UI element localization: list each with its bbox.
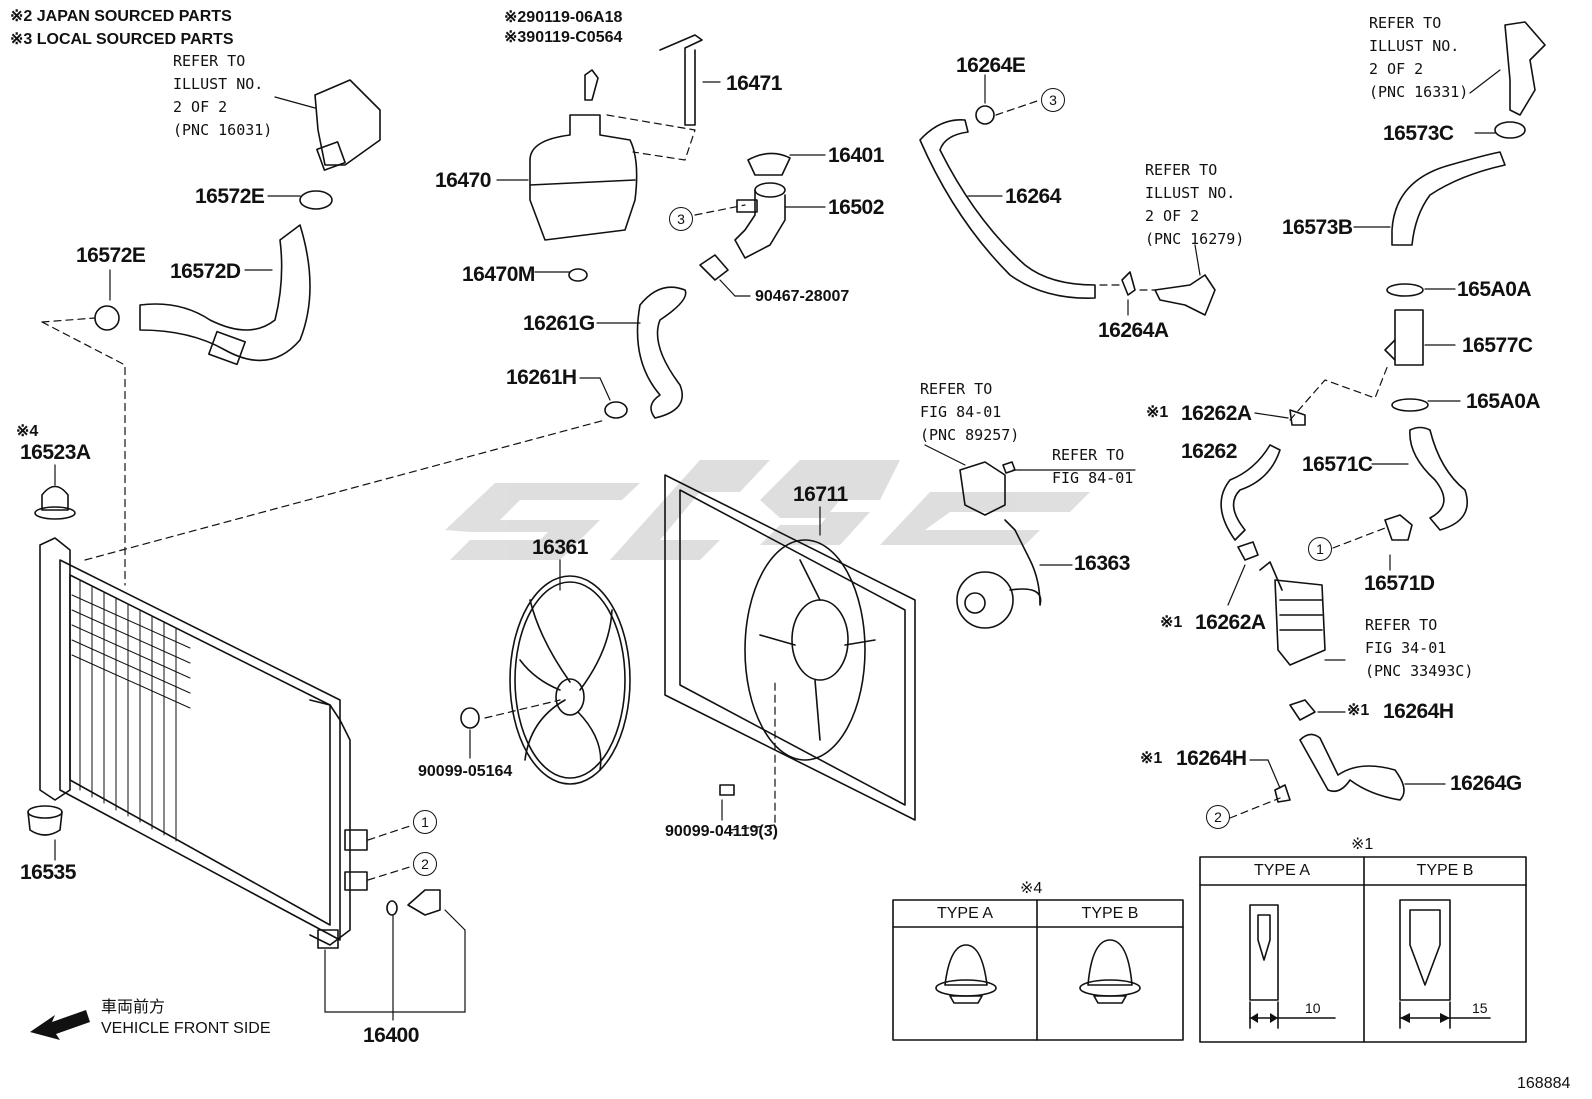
label-16400: 16400 [363, 1024, 419, 1047]
label-16471: 16471 [726, 72, 782, 95]
label-16264h-lower: 16264H [1176, 747, 1247, 770]
label-90099-04119: 90099-04119(3) [665, 823, 778, 840]
outlet-16031-drawing [314, 79, 381, 171]
table-4-drawing [892, 899, 1184, 1041]
cap-16523a-drawing [34, 485, 76, 520]
table-4-mark: ※4 [1020, 880, 1043, 897]
dashed-lines [41, 99, 1389, 881]
label-165a0a-upper: 165A0A [1457, 278, 1532, 301]
ref-8401: REFER TO FIG 84-01 [1052, 446, 1134, 487]
table-1-dim-b: 15 [1472, 1000, 1488, 1016]
reservoir-16470-drawing [529, 69, 638, 282]
table-1-type-b: TYPE B [1416, 862, 1474, 879]
fitting-16502-drawing [699, 182, 786, 281]
label-16264a: 16264A [1098, 319, 1169, 342]
hose-16572d-drawing [139, 224, 311, 366]
ref-16031: REFER TO ILLUST NO. 2 OF 2 (PNC 16031) [173, 52, 273, 139]
circle-ref-1-left: 1 [413, 810, 437, 834]
label-165a0a-lower: 165A0A [1466, 390, 1541, 413]
label-90099-05164: 90099-05164 [418, 763, 513, 780]
label-16571c: 16571C [1302, 453, 1373, 476]
dim-arrows [1250, 1013, 1450, 1023]
mark-16264h-upper: ※1 [1347, 702, 1370, 719]
circle-ref-2-left: 2 [413, 852, 437, 876]
table-1-dim-a: 10 [1305, 1000, 1321, 1016]
leader-lines [54, 69, 1501, 1021]
ref-89257: REFER TO FIG 84-01 (PNC 89257) [920, 380, 1020, 444]
front-label-jp: 車両前方 [101, 999, 166, 1016]
note-japan-parts: ※2 JAPAN SOURCED PARTS [10, 8, 232, 25]
label-16264: 16264 [1005, 185, 1061, 208]
circle-ref-3-lower: 3 [669, 207, 693, 231]
table-4-type-a: TYPE A [936, 905, 994, 922]
label-16573c: 16573C [1383, 122, 1454, 145]
tube-16471-drawing [659, 34, 703, 126]
diagram-id: 168884 [1517, 1075, 1571, 1092]
note-local-parts: ※3 LOCAL SOURCED PARTS [10, 31, 234, 48]
radiator-drawing [39, 537, 368, 949]
table-4-type-b: TYPE B [1081, 905, 1139, 922]
fan-16361-drawing [460, 575, 631, 785]
mark-16262a-lower: ※1 [1160, 614, 1183, 631]
front-label-en: VEHICLE FRONT SIDE [101, 1020, 271, 1037]
table-1-drawing [1199, 856, 1527, 1043]
circle-ref-2-right: 2 [1206, 805, 1230, 829]
hose-16573b-drawing [1391, 21, 1546, 246]
joint-16577c-drawing [1384, 283, 1429, 412]
label-16502: 16502 [828, 196, 884, 219]
label-16262a-lower: 16262A [1195, 611, 1266, 634]
label-90467-28007: 90467-28007 [755, 288, 850, 305]
label-16572e-upper: 16572E [195, 185, 265, 208]
circle-ref-1-right: 1 [1308, 537, 1332, 561]
motor-16363-drawing [956, 519, 1042, 629]
mark-16264h-lower: ※1 [1140, 750, 1163, 767]
hose-16264g-drawing [1274, 699, 1405, 803]
label-16262a-upper: 16262A [1181, 402, 1252, 425]
note-bolt-b: ※390119-C0564 [504, 29, 623, 46]
label-16264h-upper: 16264H [1383, 700, 1454, 723]
mark-16262a-upper: ※1 [1146, 404, 1169, 421]
hose-16261g-drawing [604, 286, 687, 419]
label-16261g: 16261G [523, 312, 595, 335]
table-1-mark: ※1 [1351, 836, 1374, 853]
front-arrow-icon [30, 1010, 90, 1040]
hose-16571c-drawing [1384, 426, 1468, 541]
label-16361: 16361 [532, 536, 588, 559]
label-16470m: 16470M [462, 263, 535, 286]
label-16264g: 16264G [1450, 772, 1522, 795]
label-16573b: 16573B [1282, 216, 1353, 239]
label-16523a: 16523A [20, 441, 91, 464]
label-16535: 16535 [20, 861, 76, 884]
cooler-33493c-drawing [1259, 561, 1326, 666]
cap-16535-drawing [27, 805, 63, 836]
drain-16400-drawing [386, 889, 441, 916]
label-16470: 16470 [435, 169, 491, 192]
label-16571d: 16571D [1364, 572, 1435, 595]
watermark-logo [445, 460, 1090, 560]
circle-ref-3-upper: 3 [1041, 88, 1065, 112]
label-16572e-lower: 16572E [76, 244, 146, 267]
hose-16264-drawing [919, 105, 1136, 299]
ref-16331: REFER TO ILLUST NO. 2 OF 2 (PNC 16331) [1369, 14, 1469, 101]
label-16261h: 16261H [506, 366, 577, 389]
label-16711: 16711 [793, 483, 848, 506]
label-16401: 16401 [828, 144, 884, 167]
ref-16279: REFER TO ILLUST NO. 2 OF 2 (PNC 16279) [1145, 161, 1245, 248]
label-16264e: 16264E [956, 54, 1026, 77]
shroud-16711-drawing [664, 474, 916, 821]
ref-33493: REFER TO FIG 34-01 (PNC 33493C) [1365, 616, 1474, 680]
fitting-16279-drawing [1154, 274, 1216, 316]
hose-16262-drawing [1220, 409, 1306, 561]
label-16572d: 16572D [170, 260, 241, 283]
label-16577c: 16577C [1462, 334, 1533, 357]
label-16262: 16262 [1181, 440, 1237, 463]
table-1-type-a: TYPE A [1253, 862, 1311, 879]
mark-16523a: ※4 [16, 423, 39, 440]
note-bolt-a: ※290119-06A18 [504, 9, 623, 26]
label-16363: 16363 [1074, 552, 1130, 575]
cap-16401-drawing [747, 152, 791, 176]
